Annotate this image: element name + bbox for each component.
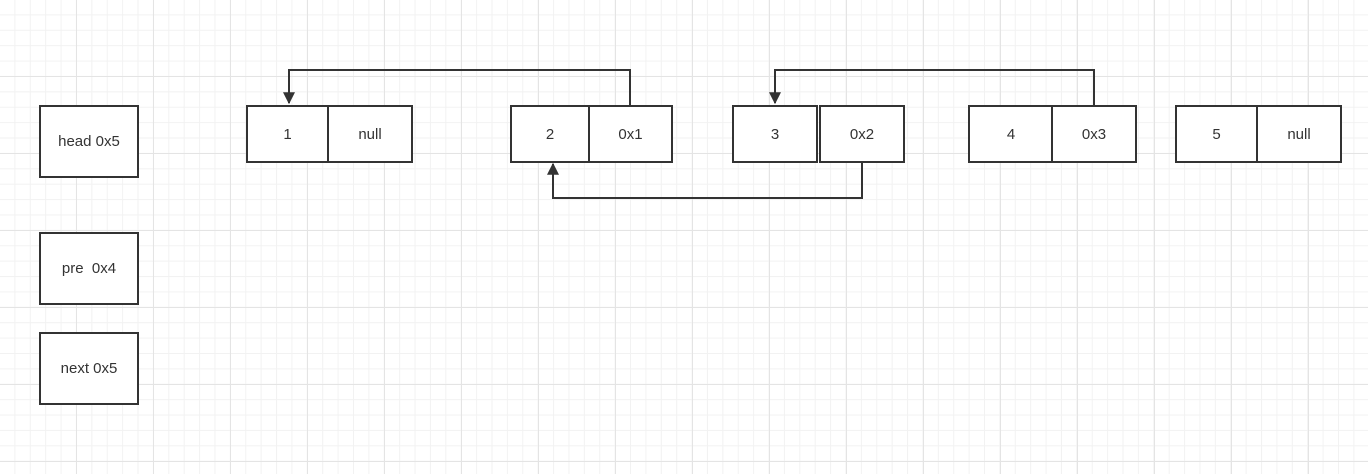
node-4-next: 0x3 xyxy=(1051,105,1137,163)
node-3-next: 0x2 xyxy=(819,105,905,163)
node-1-value: 1 xyxy=(246,105,329,163)
node-2-next: 0x1 xyxy=(588,105,673,163)
head-pointer-box: head 0x5 xyxy=(39,105,139,178)
arrow-node2-to-node1 xyxy=(283,69,631,105)
next-pointer-box: next 0x5 xyxy=(39,332,139,405)
arrow-node3-to-node2 xyxy=(547,162,863,199)
arrow-node4-to-node3 xyxy=(769,69,1095,105)
node-4-value: 4 xyxy=(968,105,1054,163)
pre-pointer-box: pre 0x4 xyxy=(39,232,139,305)
node-1-next: null xyxy=(327,105,413,163)
node-5-next: null xyxy=(1256,105,1342,163)
node-2-value: 2 xyxy=(510,105,590,163)
node-3-value: 3 xyxy=(732,105,818,163)
node-5-value: 5 xyxy=(1175,105,1258,163)
